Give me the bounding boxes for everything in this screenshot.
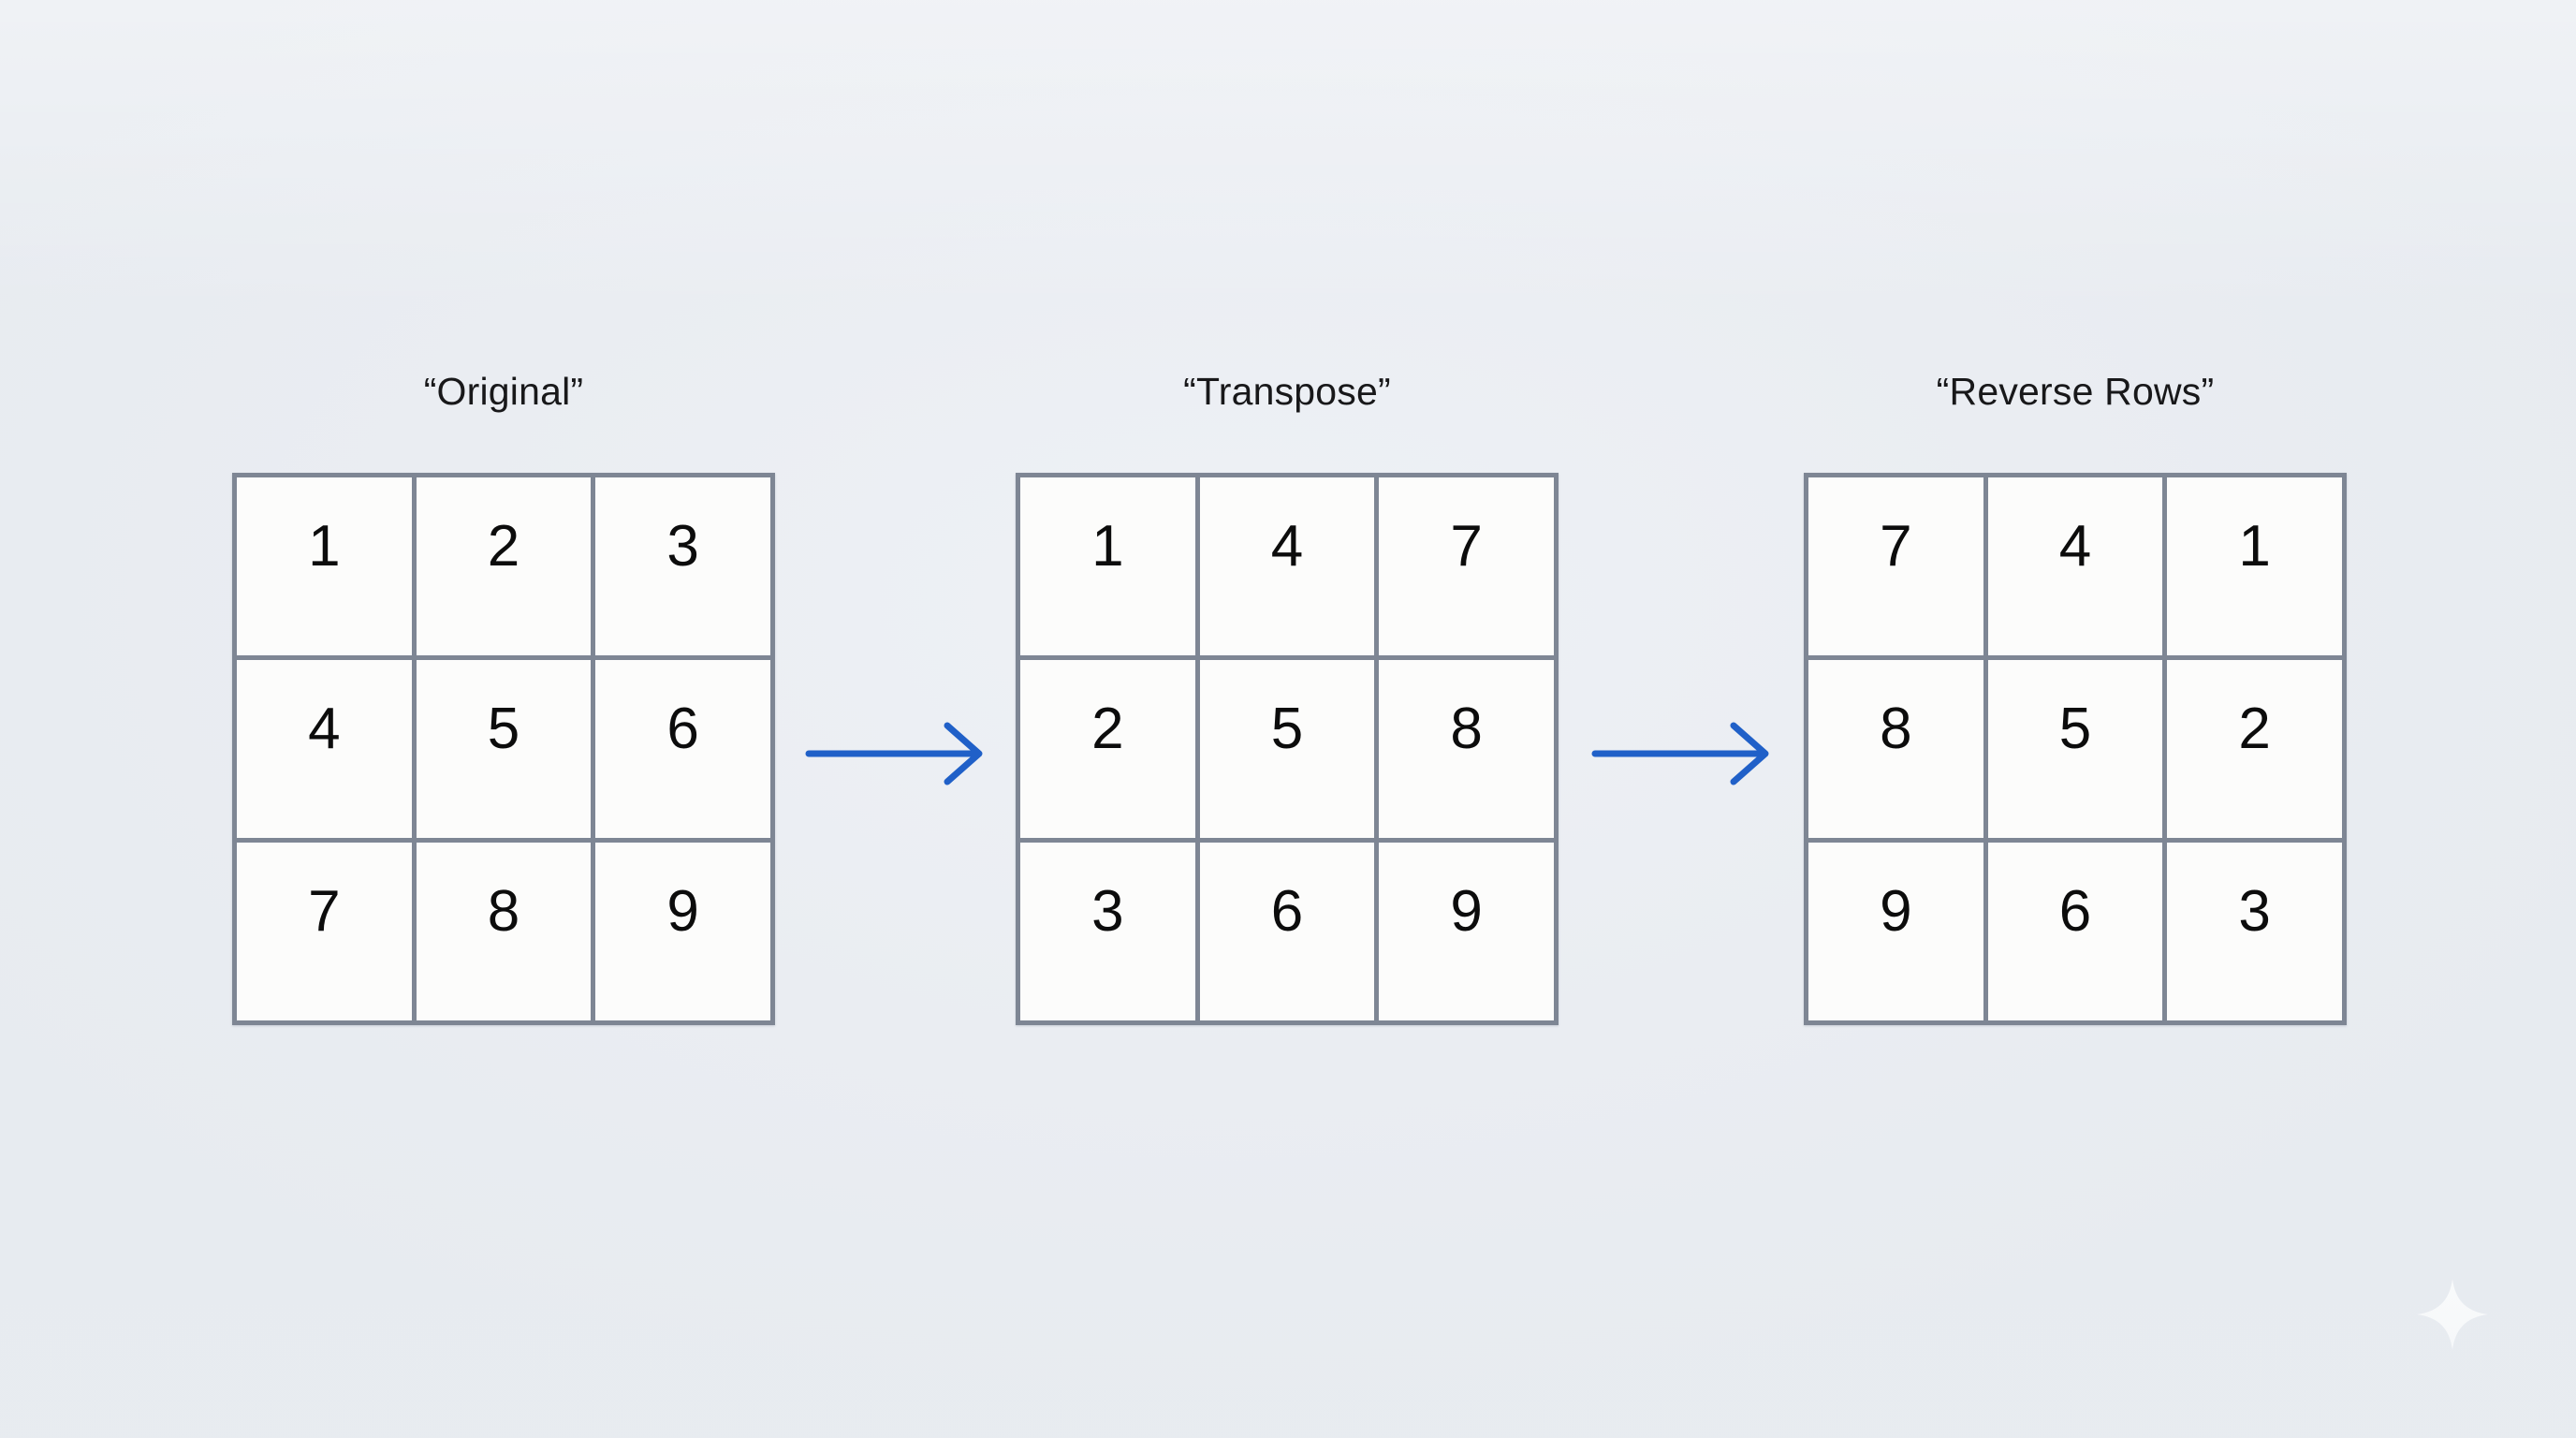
cell-value: 8 (487, 879, 520, 944)
matrix-cell: 5 (1987, 660, 2163, 838)
cell-value: 2 (2238, 697, 2271, 761)
matrix-cell: 9 (1808, 843, 1983, 1020)
matrix-cell: 7 (1379, 477, 1554, 655)
cell-value: 7 (308, 879, 341, 944)
cell-value: 4 (2058, 514, 2092, 579)
matrix-cell: 9 (1379, 843, 1554, 1020)
cell-value: 4 (308, 697, 341, 761)
cell-value: 2 (487, 514, 520, 579)
arrow-transpose-to-reverse-rows (1591, 722, 1769, 785)
cell-value: 3 (666, 514, 699, 579)
matrix-cell: 3 (595, 477, 770, 655)
matrix-grid-original: 1 2 3 4 5 6 7 8 9 (232, 473, 775, 1025)
matrix-cell: 6 (1199, 843, 1375, 1020)
sparkle-icon (2417, 1279, 2488, 1350)
matrix-cell: 8 (1379, 660, 1554, 838)
matrix-panel-transpose: “Transpose” 1 4 7 2 5 8 3 6 9 (1016, 373, 1559, 1028)
cell-value: 6 (666, 697, 699, 761)
matrix-grid-reverse-rows: 7 4 1 8 5 2 9 6 3 (1804, 473, 2347, 1025)
cell-value: 1 (1091, 514, 1124, 579)
cell-value: 6 (1270, 879, 1304, 944)
matrix-cell: 8 (1808, 660, 1983, 838)
cell-value: 2 (1091, 697, 1124, 761)
matrix-grid-transpose: 1 4 7 2 5 8 3 6 9 (1016, 473, 1559, 1025)
cell-value: 1 (2238, 514, 2271, 579)
matrix-cell: 7 (237, 843, 412, 1020)
cell-value: 9 (1880, 879, 1912, 944)
matrix-cell: 9 (595, 843, 770, 1020)
cell-value: 9 (1450, 879, 1483, 944)
cell-value: 8 (1880, 697, 1912, 761)
cell-value: 5 (1270, 697, 1304, 761)
cell-value: 1 (308, 514, 341, 579)
matrix-cell: 3 (1020, 843, 1195, 1020)
matrix-label-transpose: “Transpose” (1183, 370, 1391, 413)
cell-value: 3 (2238, 879, 2271, 944)
matrix-label-reverse-rows: “Reverse Rows” (1936, 370, 2215, 413)
matrix-cell: 5 (1199, 660, 1375, 838)
matrix-cell: 7 (1808, 477, 1983, 655)
cell-value: 5 (2058, 697, 2092, 761)
cell-value: 9 (666, 879, 699, 944)
matrix-cell: 4 (1987, 477, 2163, 655)
matrix-cell: 1 (1020, 477, 1195, 655)
matrix-label-original: “Original” (423, 370, 584, 413)
cell-value: 7 (1880, 514, 1912, 579)
matrix-cell: 5 (416, 660, 592, 838)
matrix-panel-reverse-rows: “Reverse Rows” 7 4 1 8 5 2 9 6 3 (1804, 373, 2347, 1028)
matrix-cell: 3 (2167, 843, 2342, 1020)
arrow-original-to-transpose (805, 722, 983, 785)
matrix-cell: 8 (416, 843, 592, 1020)
cell-value: 4 (1270, 514, 1304, 579)
matrix-cell: 2 (1020, 660, 1195, 838)
matrix-cell: 6 (1987, 843, 2163, 1020)
cell-value: 5 (487, 697, 520, 761)
cell-value: 3 (1091, 879, 1124, 944)
matrix-cell: 4 (1199, 477, 1375, 655)
matrix-cell: 1 (2167, 477, 2342, 655)
matrix-cell: 2 (416, 477, 592, 655)
matrix-cell: 6 (595, 660, 770, 838)
matrix-panel-original: “Original” 1 2 3 4 5 6 7 8 9 (232, 373, 775, 1028)
cell-value: 7 (1450, 514, 1483, 579)
matrix-cell: 4 (237, 660, 412, 838)
matrix-cell: 2 (2167, 660, 2342, 838)
cell-value: 6 (2058, 879, 2092, 944)
cell-value: 8 (1450, 697, 1483, 761)
matrix-cell: 1 (237, 477, 412, 655)
